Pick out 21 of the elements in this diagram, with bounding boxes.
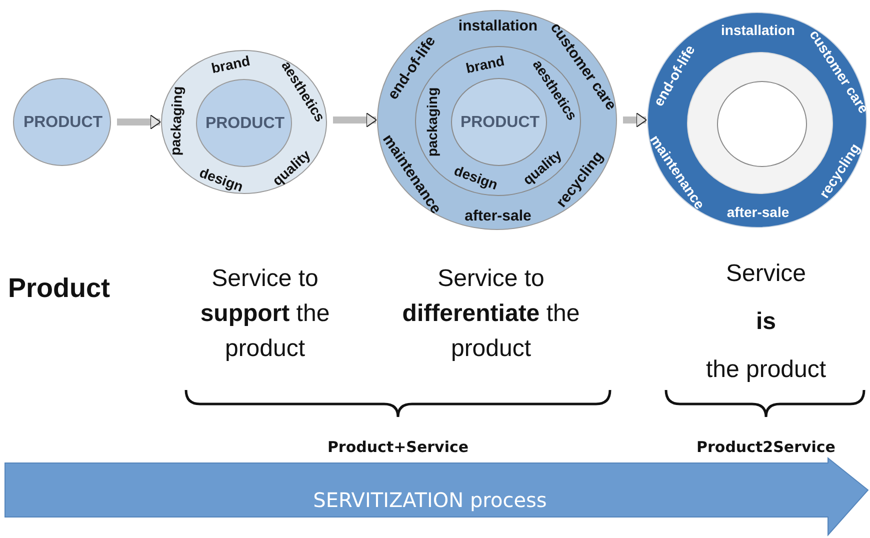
arrow: [333, 112, 377, 128]
ring-label: packaging: [168, 86, 184, 156]
center-label: PRODUCT: [23, 115, 103, 131]
stage-name: Product+Service: [326, 438, 470, 456]
ring-label: design: [198, 165, 245, 194]
ring-label: installation: [721, 23, 795, 37]
arrow-label: SERVITIZATION process: [312, 488, 548, 512]
ring-label: installation: [458, 18, 538, 34]
ring-label: after-sale: [464, 208, 532, 224]
stage-name: Product2Service: [696, 438, 836, 456]
section-heading: Product: [8, 272, 112, 304]
stage-description: Service to differentiate the product: [401, 264, 581, 364]
stage-description: Service to support the product: [199, 264, 331, 364]
center-label: PRODUCT: [205, 116, 285, 132]
stage-description: Service is the product: [704, 259, 828, 385]
ring-label: after-sale: [726, 205, 790, 219]
ring-label: design: [452, 163, 500, 192]
arrow: [117, 114, 161, 130]
ring-label: brand: [464, 53, 506, 76]
arrow: [623, 112, 647, 128]
ring-label: brand: [210, 53, 252, 76]
